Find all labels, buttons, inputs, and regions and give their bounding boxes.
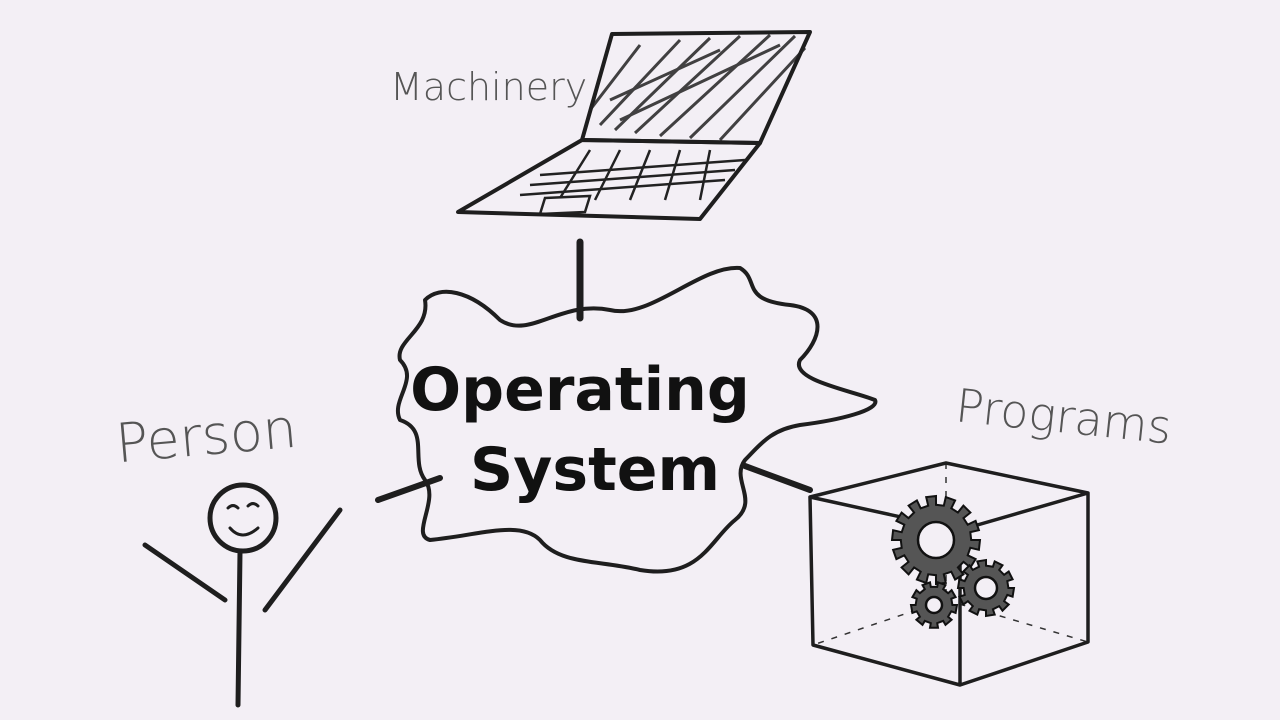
connector-programs [742, 463, 813, 493]
programs-label: Programs [953, 378, 1174, 454]
connector-person [375, 475, 443, 503]
stick-figure-icon [142, 482, 343, 708]
laptop-icon [456, 30, 812, 221]
os-title-line2: System [470, 435, 720, 505]
gears-icon [890, 494, 1016, 629]
program-cube-icon [808, 461, 1090, 687]
operating-system-cloud [396, 265, 878, 574]
person-label: Person [113, 397, 299, 476]
os-title-line1: Operating [410, 355, 750, 425]
gear-hole [973, 575, 999, 601]
gear-hole [924, 595, 944, 615]
gear-hole [916, 520, 956, 560]
machinery-label: Machinery [390, 65, 587, 109]
